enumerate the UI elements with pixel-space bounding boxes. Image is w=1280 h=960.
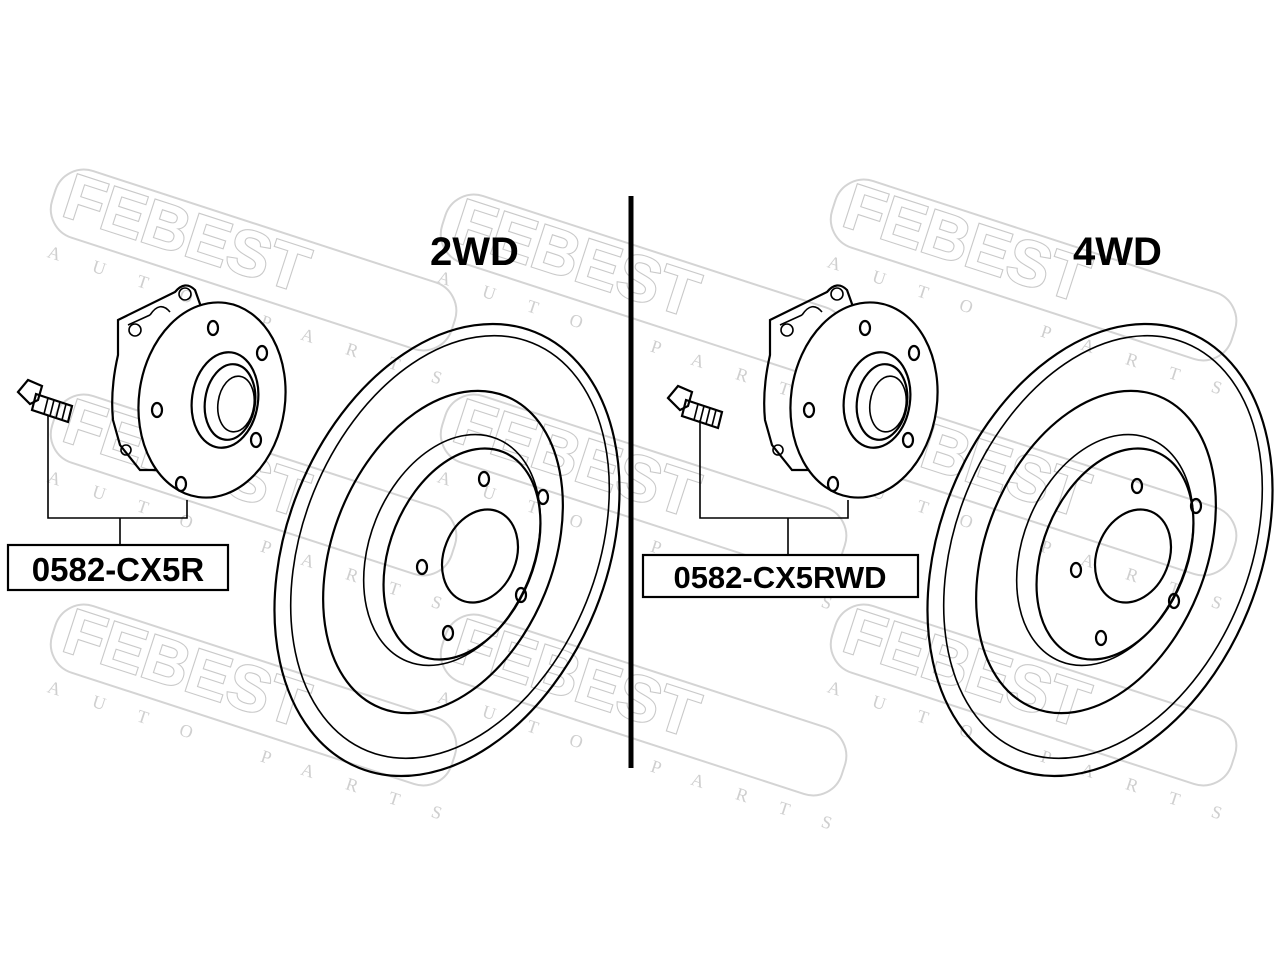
brake-disc-illustration [926,322,1274,778]
watermark-tile: FEBEST AUTO PARTS [435,604,867,844]
callout-bracket [47,415,188,545]
wheel-stud-illustration [16,378,74,424]
watermark-brand: FEBEST [836,595,1098,741]
variant-label: 4WD [1073,230,1162,274]
hub-bearing-illustration [111,284,287,499]
watermark-tile: FEBEST AUTO PARTS [45,594,477,834]
watermark-brand: FEBEST [836,170,1098,316]
panel-2wd: 2WD [6,230,621,778]
part-number-label: 0582-CX5R [32,551,205,588]
part-number-label: 0582-CX5RWD [673,560,886,595]
variant-label: 2WD [430,230,519,274]
wheel-stud-illustration [666,384,724,430]
hub-bearing-illustration [763,284,939,499]
brake-disc-illustration [273,322,621,778]
watermark-brand: FEBEST [56,160,318,306]
watermark-brand: FEBEST [446,605,708,751]
watermark-brand: FEBEST [56,595,318,741]
callout-bracket [699,420,849,555]
part-number-box[interactable]: 0582-CX5R [6,543,230,592]
part-number-box[interactable]: 0582-CX5RWD [641,553,920,599]
panel-4wd: 4WD [641,230,1274,778]
